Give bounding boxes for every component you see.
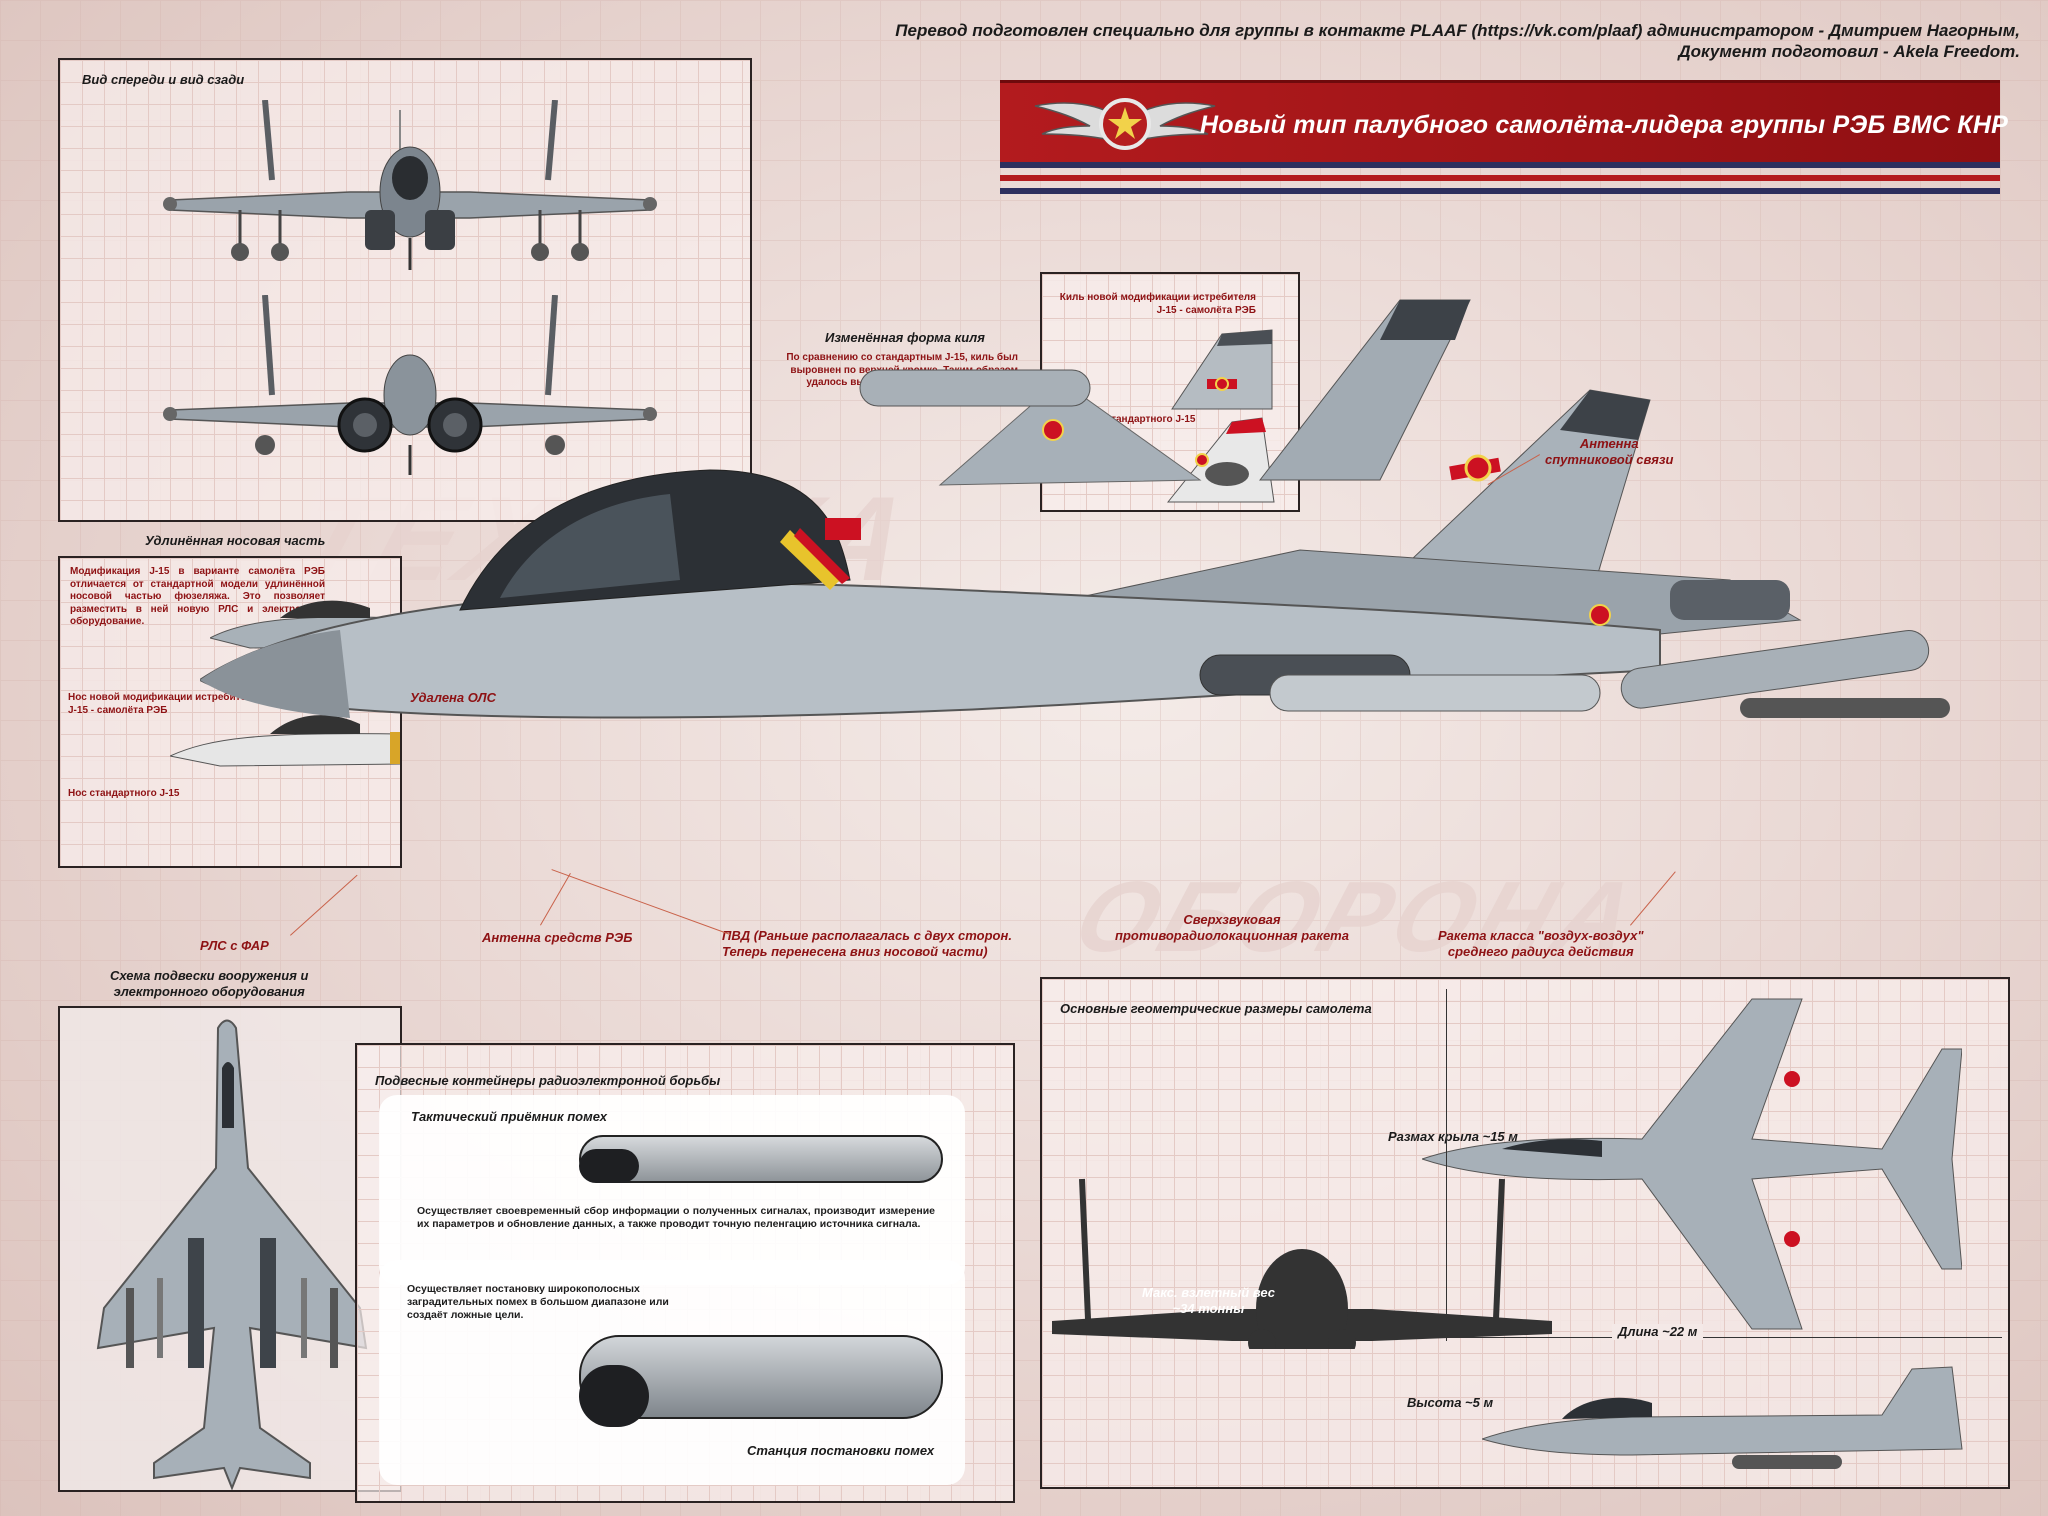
loadout-title: Схема подвески вооружения и электронного…: [110, 968, 308, 999]
std-nose-icon: [170, 715, 400, 767]
mtow-label: Макс. взлетный вес ~34 тонны: [1142, 1285, 1275, 1316]
length-dimension-line: [1446, 1337, 2002, 1338]
receiver-pod-card: [379, 1095, 965, 1285]
aam-missile-line-1: Ракета класса "воздух-воздух": [1438, 928, 1644, 943]
nose-description: Модификация J-15 в варианте самолёта РЭБ…: [70, 566, 325, 627]
length-label: Длина ~22 м: [1612, 1324, 1704, 1340]
dimensions-side-view-icon: [1482, 1366, 1963, 1469]
dimensions-title: Основные геометрические размеры самолета: [1060, 1001, 1372, 1016]
pvd-line-2: Теперь перенесена вниз носовой части): [722, 943, 988, 959]
arm-missile-label: Сверхзвуковая противорадиолокационная ра…: [1115, 912, 1349, 943]
std-tail-icon: [1166, 417, 1275, 503]
wingspan-label: Размах крыла ~15 м: [1388, 1129, 1518, 1144]
loadout-panel: [58, 1006, 402, 1492]
satcom-antenna-label: Антенна спутниковой связи: [1545, 436, 1673, 467]
main-aircraft-illustration: [200, 299, 1950, 719]
satcom-antenna-line-2: спутниковой связи: [1545, 451, 1674, 467]
top-view-aircraft-icon: [96, 1019, 368, 1490]
std-nose-caption: Нос стандартного J-15: [68, 788, 180, 799]
aam-missile-label: Ракета класса "воздух-воздух" среднего р…: [1438, 928, 1643, 959]
jammer-pod-title: Станция постановки помех: [747, 1443, 935, 1458]
satcom-antenna-line-1: Антенна: [1579, 436, 1639, 451]
jammer-pod-description: Осуществляет постановку широкополосных з…: [407, 1283, 669, 1322]
receiver-pod-title: Тактический приёмник помех: [411, 1109, 607, 1124]
front-rear-view-panel: Вид спереди и вид сзади: [58, 58, 752, 522]
front-rear-view-title: Вид спереди и вид сзади: [82, 72, 245, 87]
receiver-pod-description: Осуществляет своевременный сбор информац…: [417, 1205, 935, 1231]
new-tail-icon: [1171, 329, 1273, 410]
height-dimension-line: [1446, 989, 1447, 1341]
ols-removed-label: Удалена ОЛС: [410, 690, 497, 705]
ecm-antenna-label: Антенна средств РЭБ: [482, 930, 633, 945]
banner-stripes: [1000, 162, 2000, 208]
banner-title: Новый тип палубного самолёта-лидера груп…: [1200, 111, 2008, 139]
ecm-pods-title: Подвесные контейнеры радиоэлектронной бо…: [375, 1073, 721, 1088]
pvd-label: ПВД (Раньше располагалась с двух сторон.…: [722, 928, 1012, 959]
height-label: Высота ~5 м: [1407, 1395, 1494, 1410]
rear-view-aircraft-icon: [163, 295, 657, 475]
plaaf-wings-star-emblem-icon: [1034, 98, 1216, 150]
credit-line-2: Документ подготовил - Akela Freedom.: [1678, 42, 2020, 62]
aam-missile-line-2: среднего радиуса действия: [1447, 943, 1634, 959]
jammer-pod-nose: [579, 1365, 649, 1427]
std-tail-caption: Киль стандартного J-15: [1078, 414, 1196, 425]
radar-label: РЛС с ФАР: [200, 938, 269, 953]
dimensions-top-view-icon: [1422, 998, 1962, 1330]
loadout-title-line-2: электронного оборудования: [113, 983, 305, 999]
dimensions-panel: Основные геометрические размеры самолета…: [1040, 977, 2010, 1489]
mtow-line-2: ~34 тонны: [1172, 1300, 1245, 1316]
translation-credit: Перевод подготовлен специально для групп…: [700, 20, 2020, 63]
mtow-line-1: Макс. взлетный вес: [1142, 1285, 1275, 1300]
tail-heading: Изменённая форма киля: [825, 330, 985, 345]
front-view-aircraft-icon: [163, 100, 657, 270]
receiver-pod-nose: [579, 1149, 639, 1183]
nose-heading: Удлинённая носовая часть: [145, 533, 326, 548]
arm-missile-line-1: Сверхзвуковая: [1183, 912, 1281, 927]
arm-missile-line-2: противорадиолокационная ракета: [1115, 927, 1349, 943]
pvd-line-1: ПВД (Раньше располагалась с двух сторон.: [722, 928, 1012, 943]
ecm-pods-panel: Подвесные контейнеры радиоэлектронной бо…: [355, 1043, 1015, 1503]
new-tail-caption: Киль новой модификации истребителя J-15 …: [1059, 292, 1256, 316]
new-nose-caption: Нос новой модификации истребителя J-15 -…: [68, 692, 259, 716]
loadout-title-line-1: Схема подвески вооружения и: [110, 968, 309, 983]
receiver-pod-image: [579, 1135, 943, 1183]
dimensions-front-silhouette-icon: [1052, 1178, 1552, 1349]
credit-line-1: Перевод подготовлен специально для групп…: [895, 21, 2020, 40]
